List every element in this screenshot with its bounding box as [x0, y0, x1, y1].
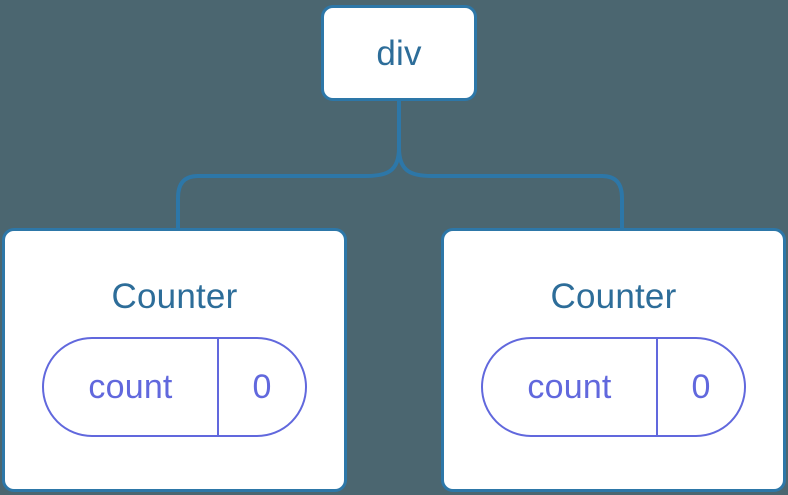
edge-to-counter-left: [176, 147, 401, 228]
state-key-left: count: [44, 339, 219, 435]
state-key-right: count: [483, 339, 658, 435]
edge-to-counter-right: [397, 147, 624, 228]
state-value-left: 0: [252, 368, 272, 406]
node-counter-right-label: Counter: [550, 277, 677, 316]
node-div-label: div: [376, 33, 422, 73]
node-counter-right[interactable]: Counter count 0: [441, 228, 786, 492]
state-pill-left[interactable]: count 0: [42, 337, 307, 437]
node-counter-left[interactable]: Counter count 0: [2, 228, 347, 492]
state-pill-right[interactable]: count 0: [481, 337, 746, 437]
state-value-right: 0: [691, 368, 711, 406]
node-div[interactable]: div: [321, 5, 477, 101]
node-counter-left-label: Counter: [111, 277, 238, 316]
